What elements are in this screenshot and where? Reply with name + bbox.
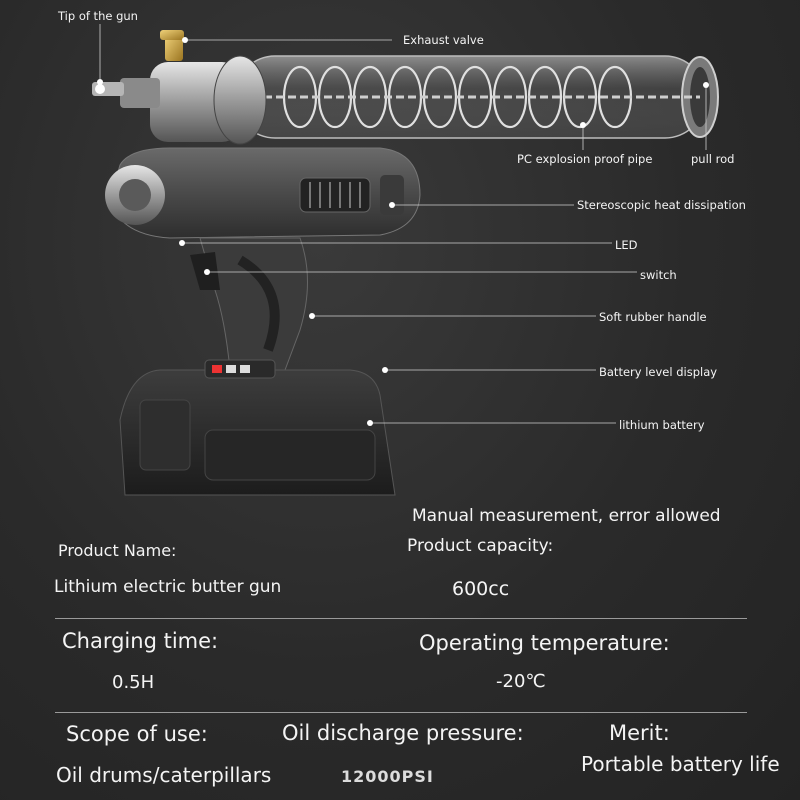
- oil-discharge-pressure-value: 12000PSI: [341, 767, 434, 786]
- product-capacity-value: 600cc: [452, 578, 510, 600]
- callout-tip-of-gun: Tip of the gun: [58, 9, 138, 23]
- gun-body: [105, 147, 421, 239]
- callout-exhaust-valve: Exhaust valve: [403, 33, 484, 47]
- product-name-value: Lithium electric butter gun: [54, 577, 282, 597]
- product-capacity-label: Product capacity:: [407, 536, 554, 556]
- product-name-label: Product Name:: [58, 541, 177, 560]
- merit-label: Merit:: [609, 721, 670, 745]
- callout-heat-dissipation: Stereoscopic heat dissipation: [577, 198, 746, 212]
- charging-time-value: 0.5H: [112, 672, 155, 693]
- operating-temperature-value: -20℃: [496, 671, 546, 692]
- callout-pull-rod: pull rod: [691, 152, 735, 166]
- merit-value: Portable battery life: [581, 752, 780, 776]
- operating-temperature-label: Operating temperature:: [419, 631, 670, 655]
- scope-of-use-value: Oil drums/caterpillars: [56, 763, 272, 787]
- divider-1: [55, 618, 747, 619]
- callout-battery-display: Battery level display: [599, 365, 718, 379]
- measurement-note: Manual measurement, error allowed: [412, 506, 721, 526]
- gun-handle: [190, 237, 308, 371]
- charging-time-label: Charging time:: [62, 629, 219, 653]
- scope-of-use-label: Scope of use:: [66, 722, 208, 746]
- callout-switch: switch: [640, 268, 677, 282]
- callout-led: LED: [615, 238, 638, 252]
- callout-dots: [97, 37, 709, 426]
- callout-rubber-handle: Soft rubber handle: [599, 310, 707, 324]
- callout-lithium-battery: lithium battery: [619, 418, 705, 432]
- callout-lines: [99, 24, 707, 424]
- gun-head: [92, 55, 267, 145]
- callout-pc-pipe: PC explosion proof pipe: [517, 152, 653, 166]
- oil-discharge-pressure-label: Oil discharge pressure:: [282, 721, 524, 745]
- divider-2: [55, 712, 747, 713]
- exhaust-valve: [160, 30, 184, 61]
- grease-gun-illustration: [92, 24, 719, 496]
- lithium-battery: [119, 359, 396, 496]
